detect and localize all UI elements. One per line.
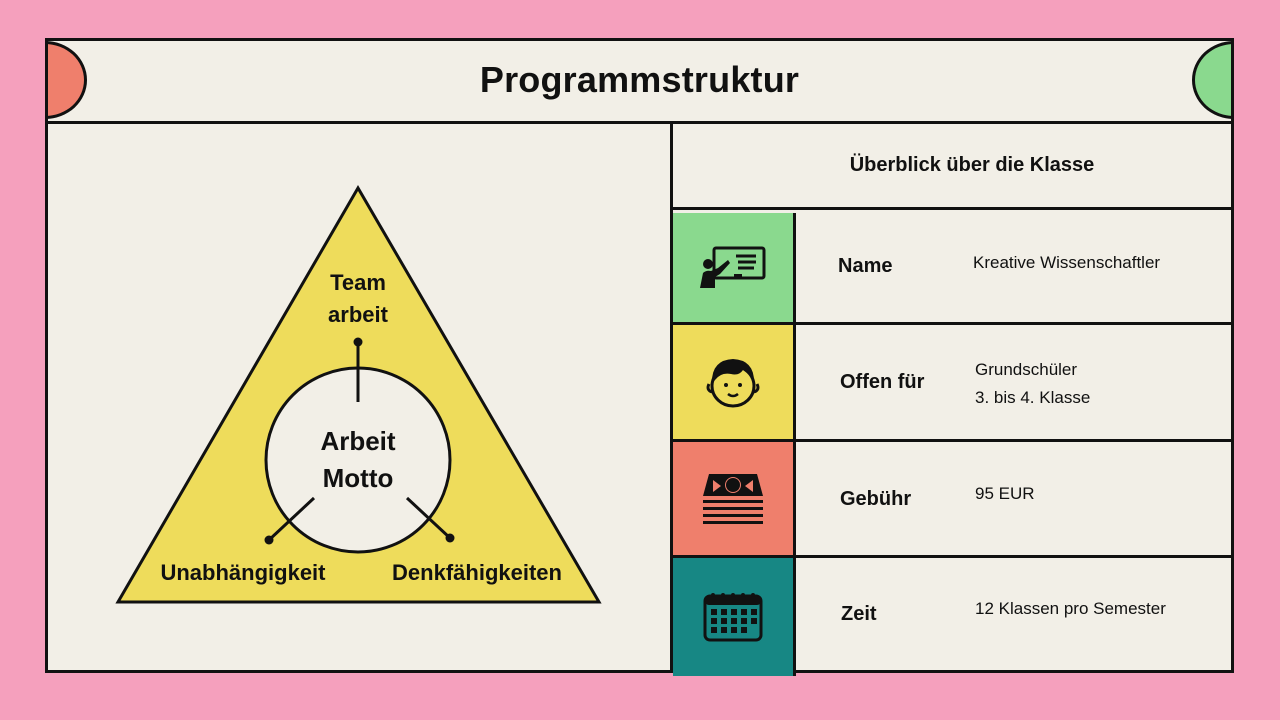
overview-title: Überblick über die Klasse — [673, 124, 1231, 210]
connector-dot-bottom-left — [264, 535, 274, 545]
row-value-time: 12 Klassen pro Semester — [975, 599, 1166, 618]
connector-dot-top — [353, 337, 363, 347]
connector-dot-bottom-right — [445, 533, 455, 543]
label-independence: Unabhängigkeit — [160, 560, 326, 585]
connector-bottom-left — [267, 496, 316, 542]
work-motto-diagram-panel: Team arbeit Arbeit Motto Unabhängigkeit … — [48, 124, 673, 670]
icon-cell-name — [673, 213, 796, 322]
row-value-name: Kreative Wissenschaftler — [973, 253, 1161, 272]
row-value-audience-line2: 3. bis 4. Klasse — [975, 388, 1091, 407]
row-label-name: Name — [838, 255, 893, 277]
right-accent-semicircle — [1192, 41, 1231, 119]
page-title: Programmstruktur — [479, 59, 800, 100]
teacher-board-icon — [700, 246, 766, 288]
slide-frame: Programmstruktur Team arbeit Arbeit Mott… — [45, 38, 1234, 676]
overview-row-audience: Offen für Grundschüler 3. bis 4. Klasse — [673, 325, 1231, 442]
icon-cell-audience — [673, 325, 796, 439]
icon-cell-time — [673, 558, 796, 676]
row-label-audience: Offen für — [840, 371, 925, 393]
overview-row-fee: Gebühr 95 EUR — [673, 442, 1231, 558]
label-thinking-skills: Denkfähigkeiten — [392, 560, 562, 585]
money-stack-icon — [703, 473, 763, 524]
connector-bottom-right — [405, 496, 452, 540]
overview-row-time: Zeit 12 Klassen pro Semester — [673, 558, 1231, 676]
row-value-audience-line1: Grundschüler — [975, 360, 1078, 379]
triangle-diagram: Team arbeit Arbeit Motto Unabhängigkeit … — [115, 185, 602, 604]
calendar-icon — [703, 593, 763, 642]
label-team-line2: arbeit — [328, 302, 389, 327]
center-label-line1: Arbeit — [320, 426, 395, 456]
row-value-fee: 95 EUR — [975, 484, 1035, 503]
center-label-line2: Motto — [323, 463, 394, 493]
header: Programmstruktur — [48, 41, 1231, 124]
overview-row-name: Name Kreative Wissenschaftler — [673, 213, 1231, 325]
label-team-line1: Team — [330, 270, 386, 295]
child-face-icon — [706, 359, 760, 408]
row-label-fee: Gebühr — [840, 488, 912, 510]
icon-cell-fee — [673, 442, 796, 555]
class-overview-panel: Überblick über die Klasse Name Kreative … — [673, 124, 1231, 676]
row-label-time: Zeit — [841, 603, 877, 625]
